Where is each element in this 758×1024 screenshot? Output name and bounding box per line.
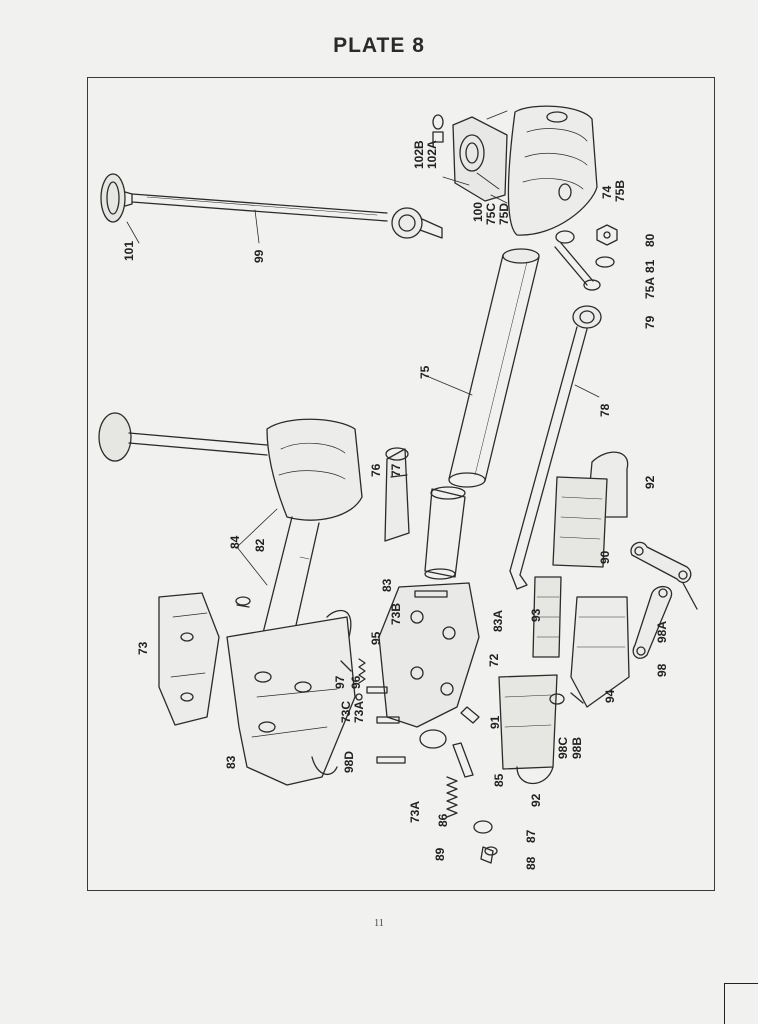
callout-75d: 75D [497,202,511,225]
callout-100: 100 [471,201,485,222]
part-79-clevis [572,305,602,329]
callout-96: 96 [349,675,363,689]
callout-75a: 75A [643,276,657,299]
part-99-rod [131,193,443,239]
callout-83-left: 83 [224,755,238,769]
corner-rule-vertical [724,983,725,1024]
callout-92-bottom: 92 [529,793,543,807]
part-75-tube [448,248,540,488]
part-90-link [630,541,692,584]
part-98d-bolt [376,756,406,764]
callout-73: 73 [136,641,150,655]
callout-102a: 102A [425,140,439,169]
part-77-sleeve [424,486,466,580]
callout-97: 97 [333,675,347,689]
callout-81: 81 [643,259,657,273]
part-72-selector-plate [378,582,480,749]
part-73a-bolt [376,716,400,724]
part-85-plunger [452,742,474,778]
part-89-washer [484,846,498,856]
callout-73a-bottom: 73A [408,800,422,823]
part-98b-pin [570,692,584,704]
callout-75b: 75B [613,179,627,202]
part-98c-nut [549,693,565,705]
callout-75c: 75C [484,202,498,225]
callout-92-top: 92 [643,475,657,489]
callout-102b: 102B [412,140,426,169]
callout-87: 87 [524,829,538,843]
callout-79: 79 [643,315,657,329]
callout-94: 94 [603,689,617,703]
callout-73b: 73B [389,602,403,625]
part-94-block [570,596,630,708]
callout-91: 91 [488,715,502,729]
diagram-frame [87,77,715,891]
callout-93: 93 [529,608,543,622]
page-number: 11 [374,918,384,929]
callout-95: 95 [369,631,383,645]
part-75a-bolt [554,242,601,291]
callout-101: 101 [122,240,136,261]
callout-73a-mid: 73A [352,700,366,723]
part-73-bracket [158,592,220,726]
part-100-flange [452,110,508,204]
part-82-shaft-assembly [98,412,363,644]
exploded-parts-diagram: 101 99 102B 102A 100 75C 75D 74 75B 80 8… [87,77,715,891]
part-98-link [632,586,673,659]
part-95-spring [358,658,366,684]
part-84-clip [235,596,251,608]
callout-98d: 98D [342,750,356,773]
part-92-fork-lower [498,674,558,784]
part-75b-washer [555,230,575,244]
part-91-pin [460,706,480,724]
callout-74: 74 [600,185,614,199]
callout-98a: 98A [655,620,669,643]
callout-83-mid: 83 [380,578,394,592]
part-78-rod [509,326,588,590]
part-102-screw [432,114,444,143]
part-101-knob [100,173,133,223]
part-74-housing [507,105,598,236]
callout-72: 72 [487,653,501,667]
corner-rule-horizontal [724,983,758,984]
part-83-gearbox-base [226,609,356,786]
callout-76: 76 [369,463,383,477]
callout-88: 88 [524,856,538,870]
part-81-washer [595,256,615,268]
callout-84: 84 [228,535,242,549]
callout-90: 90 [598,550,612,564]
callout-98c: 98C [556,736,570,759]
callout-82: 82 [253,538,267,552]
part-97-pin [340,660,352,672]
part-73b-bolt [414,590,448,598]
part-87-cap [473,820,493,834]
part-76-bush [384,447,410,542]
parts-drawing [98,105,698,864]
page-title: PLATE 8 [333,34,425,57]
callout-77: 77 [389,463,403,477]
part-92-fork-upper [552,451,629,568]
callout-89: 89 [433,847,447,861]
part-88-nut [480,846,494,864]
part-96-ball [355,693,363,701]
callout-78: 78 [598,403,612,417]
part-86-spring [446,776,458,818]
part-73c-bolt [366,686,388,694]
callout-99: 99 [252,249,266,263]
callout-75: 75 [418,365,432,379]
part-93-rack [532,576,562,658]
callout-98: 98 [655,663,669,677]
callout-86: 86 [436,813,450,827]
callout-73c: 73C [339,700,353,723]
callout-83a: 83A [491,609,505,632]
callout-85: 85 [492,773,506,787]
callout-98b: 98B [570,736,584,759]
callout-80: 80 [643,233,657,247]
part-80-nut [596,224,618,246]
part-98a-pin [682,582,698,610]
